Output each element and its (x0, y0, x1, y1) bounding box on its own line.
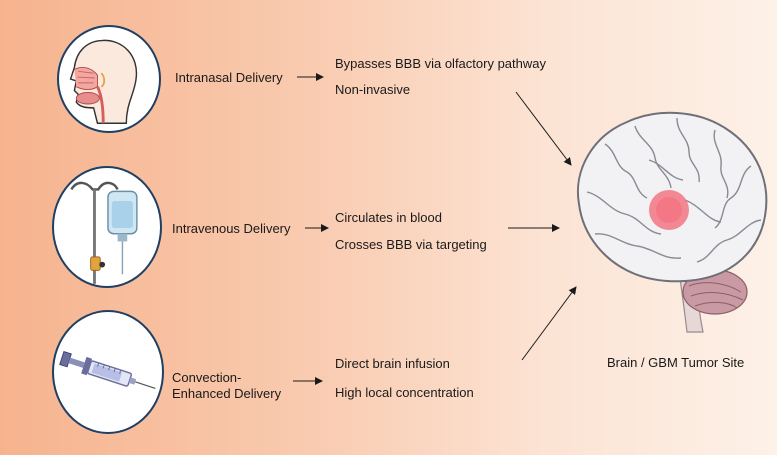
intravenous-effect-2: Crosses BBB via targeting (335, 237, 487, 252)
intranasal-effect-2: Non-invasive (335, 82, 411, 97)
convection-enhanced-effect-2: High local concentration (335, 385, 474, 400)
convection-enhanced-effect-1: Direct brain infusion (335, 356, 450, 371)
intravenous-circle (52, 166, 162, 288)
intranasal-label: Intranasal Delivery (175, 70, 283, 86)
convection-enhanced-circle (52, 310, 164, 434)
brain-illustration (565, 100, 777, 340)
iv-drip-icon (70, 181, 138, 284)
brain-caption: Brain / GBM Tumor Site (607, 355, 745, 370)
intranasal-circle (57, 25, 161, 133)
route-label-line: Enhanced Delivery (172, 386, 282, 402)
convection-enhanced-label: Convection- Enhanced Delivery (172, 370, 281, 403)
intranasal-effect-1: Bypasses BBB via olfactory pathway (335, 56, 546, 71)
intravenous-effect-1: Circulates in blood (335, 210, 442, 225)
route-label-line: Intravenous Delivery (172, 221, 291, 236)
intranasal-to-brain-arrow (515, 91, 572, 166)
route-label-line: Convection- (172, 370, 242, 385)
intravenous-label: Intravenous Delivery (172, 221, 291, 237)
brain-icon (576, 111, 768, 333)
route-label-line: Intranasal Delivery (175, 70, 283, 85)
syringe-icon (59, 350, 156, 389)
head-cross-section-icon (69, 39, 138, 124)
